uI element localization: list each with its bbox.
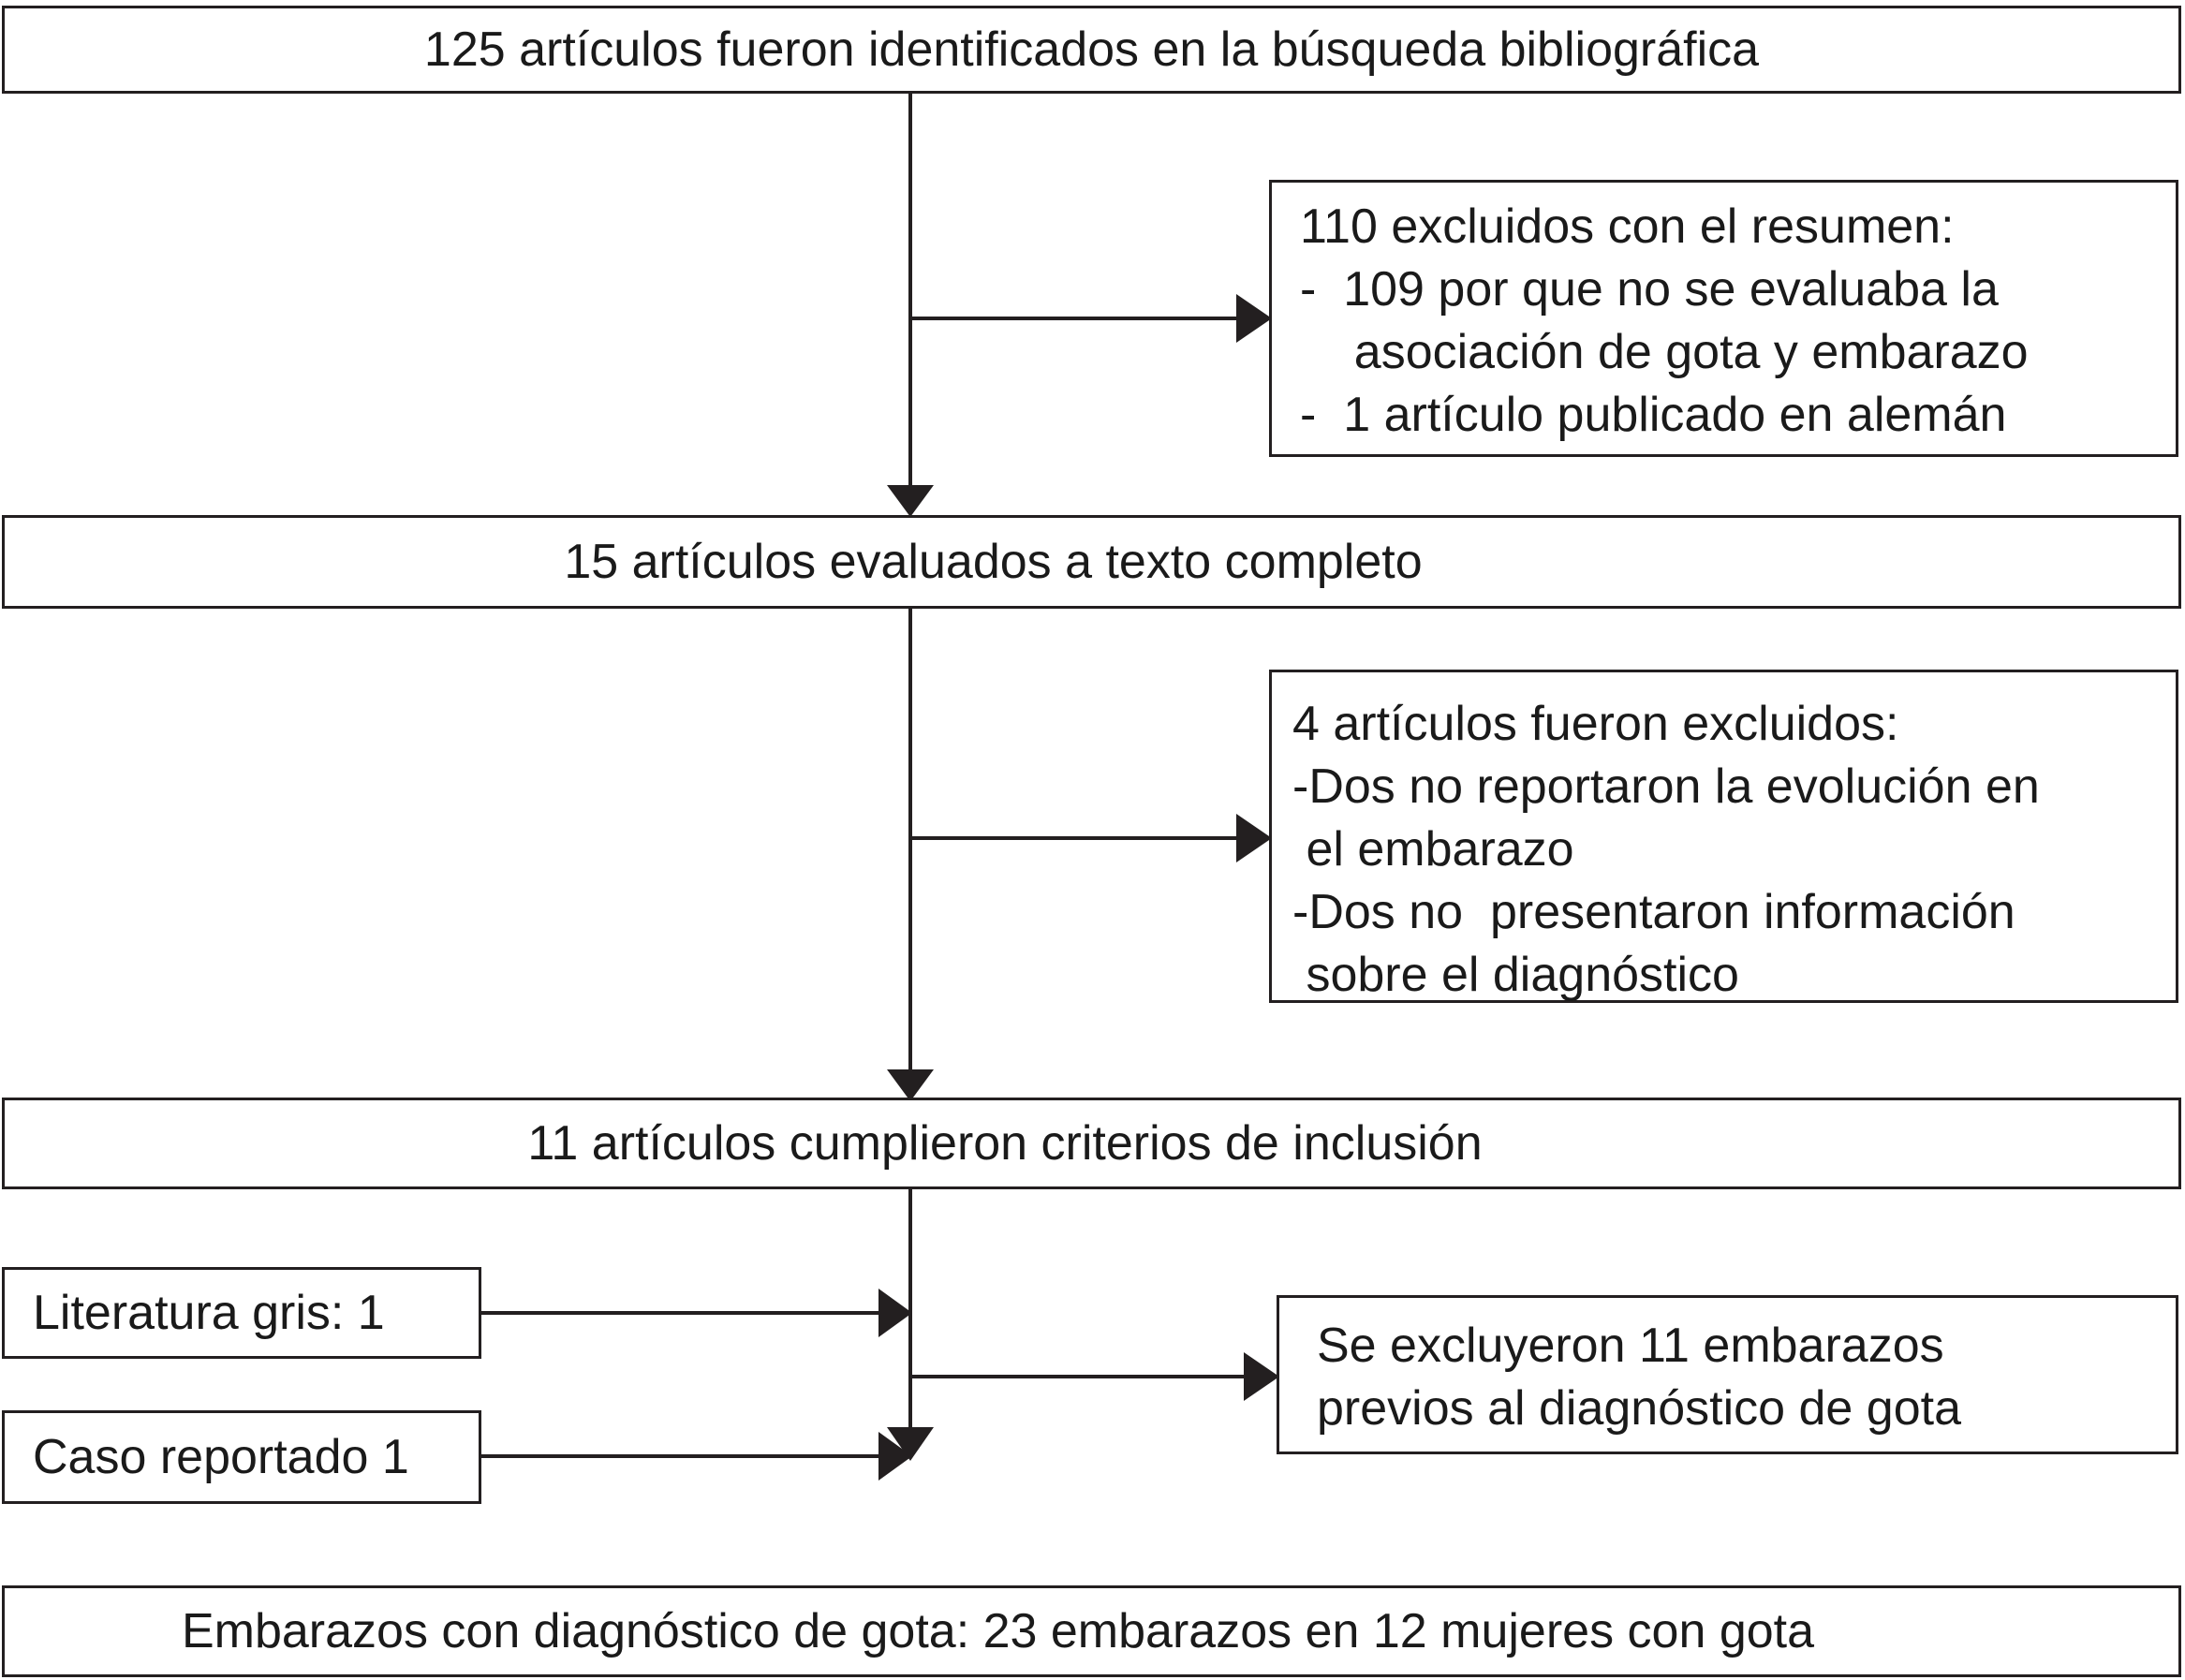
excluded-abstract-line: asociación de gota y embarazo	[1300, 325, 2029, 379]
excluded-abstract-line: 110 excluidos con el resumen:	[1300, 199, 1955, 254]
excluded-full-text-line: sobre el diagnóstico	[1292, 948, 1739, 1002]
excluded-full-text-line: -Dos no reportaron la evolución en	[1292, 759, 2040, 814]
case-report-text: Caso reportado 1	[33, 1430, 409, 1484]
grey-literature-text: Literatura gris: 1	[33, 1286, 385, 1340]
arrow-down-2	[887, 1069, 934, 1101]
case-report-box: Caso reportado 1	[2, 1410, 481, 1504]
final-text: Embarazos con diagnóstico de gota: 23 em…	[181, 1604, 1815, 1658]
final-box: Embarazos con diagnóstico de gota: 23 em…	[2, 1585, 2181, 1677]
arrow-down-1	[887, 485, 934, 517]
excluded-full-text-line: el embarazo	[1292, 822, 1574, 877]
excluded-full-text-box: 4 artículos fueron excluidos: -Dos no re…	[1269, 670, 2178, 1003]
arrow-right-3	[1244, 1352, 1279, 1401]
excluded-abstract-line: - 109 por que no se evaluaba la	[1300, 262, 1999, 317]
identified-text: 125 artículos fueron identificados en la…	[423, 22, 1760, 77]
included-text: 11 artículos cumplieron criterios de inc…	[527, 1116, 1483, 1171]
arrow-right-grey-lit	[878, 1289, 912, 1337]
full-text-box: 15 artículos evaluados a texto completo	[2, 515, 2181, 609]
arrow-down-3	[887, 1427, 934, 1461]
arrow-right-case-report	[878, 1432, 912, 1481]
excluded-pregnancies-line: Se excluyeron 11 embarazos	[1317, 1319, 1944, 1373]
excluded-full-text-line: 4 artículos fueron excluidos:	[1292, 697, 1899, 751]
excluded-pregnancies-line: previos al diagnóstico de gota	[1317, 1381, 1962, 1436]
excluded-abstract-line: - 1 artículo publicado en alemán	[1300, 388, 2007, 442]
arrow-right-1	[1236, 294, 1272, 343]
excluded-pregnancies-box: Se excluyeron 11 embarazos previos al di…	[1277, 1295, 2178, 1454]
identified-box: 125 artículos fueron identificados en la…	[2, 6, 2181, 94]
grey-literature-box: Literatura gris: 1	[2, 1267, 481, 1359]
included-box: 11 artículos cumplieron criterios de inc…	[2, 1098, 2181, 1189]
excluded-full-text-line: -Dos no presentaron información	[1292, 885, 2015, 939]
full-text-text: 15 artículos evaluados a texto completo	[564, 535, 1423, 589]
excluded-abstract-box: 110 excluidos con el resumen: - 109 por …	[1269, 180, 2178, 457]
arrow-right-2	[1236, 814, 1272, 862]
